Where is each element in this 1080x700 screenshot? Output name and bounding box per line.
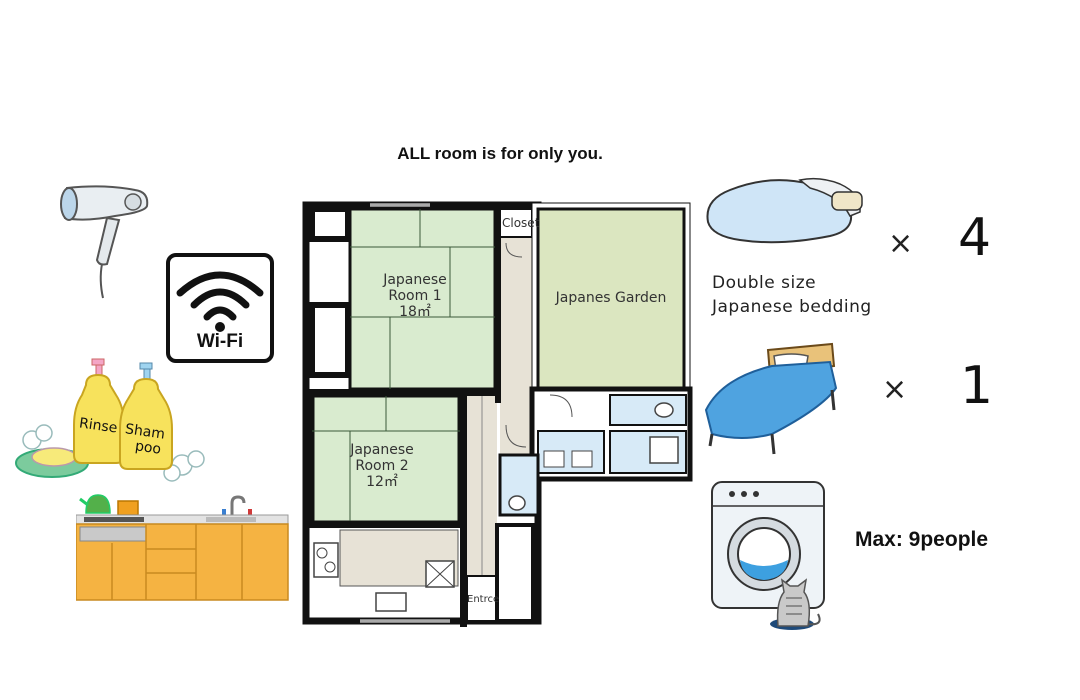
wifi-icon	[176, 271, 264, 332]
futon-description-line-1: Double size	[712, 273, 817, 293]
wifi-sign: Wi-Fi	[166, 253, 274, 363]
room-1-label-1: Japanese	[383, 272, 447, 288]
capacity-label: Max: 9people	[855, 528, 989, 551]
japanese-room-1	[348, 207, 497, 391]
entrance	[466, 575, 498, 622]
hair-dryer-icon	[60, 185, 149, 299]
garden-label: Japanes Garden	[555, 290, 667, 306]
wifi-label: Wi-Fi	[196, 331, 244, 352]
futon-description-line-2: Japanese bedding	[712, 297, 872, 317]
futon-description: Double size Japanese bedding	[712, 271, 872, 319]
bed-count: 1	[960, 356, 994, 416]
futon-icon	[706, 177, 863, 244]
futon-multiplier: ×	[888, 226, 914, 261]
futon-count: 4	[958, 208, 992, 268]
corridor	[500, 209, 532, 499]
room-2-label-2: Room 2	[355, 458, 409, 474]
kitchen-illustration	[76, 494, 289, 601]
closet-label: Closet	[502, 216, 540, 230]
japanese-garden	[536, 207, 686, 391]
bed-icon	[704, 342, 838, 455]
bed-multiplier: ×	[882, 372, 908, 407]
entrance-label: Entrce	[467, 594, 500, 605]
shampoo-label-2: poo	[134, 438, 163, 458]
room-2-label-1: Japanese	[350, 442, 414, 458]
room-1-size: 18㎡	[399, 304, 431, 320]
headline: ALL room is for only you.	[397, 144, 603, 163]
room-1-label-2: Room 1	[388, 288, 442, 304]
washing-machine-icon	[711, 481, 825, 630]
room-2-size: 12㎡	[366, 474, 398, 490]
floor-plan	[302, 201, 693, 627]
toiletries-illustration	[15, 358, 205, 482]
